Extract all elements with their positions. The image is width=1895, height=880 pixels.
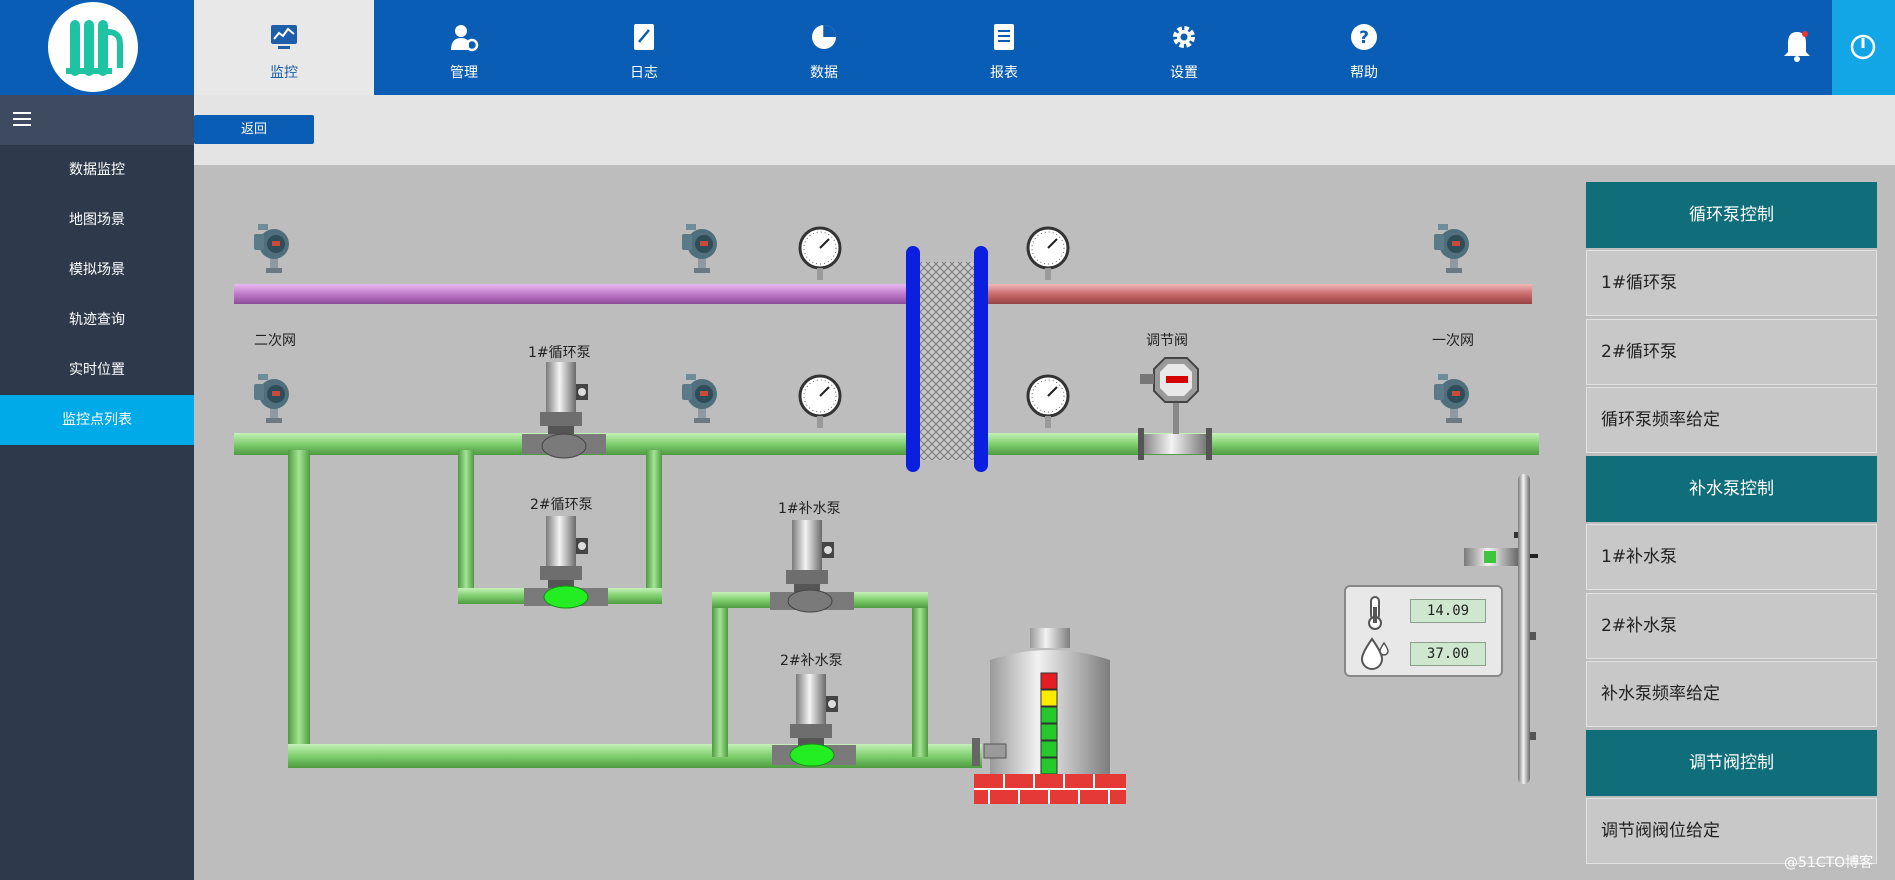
circulation-pump-control-header: 循环泵控制 [1586, 182, 1877, 248]
logo-area [0, 0, 194, 95]
makeup-pump-2-label: 2#补水泵 [780, 653, 843, 669]
makeup-pump-1-label: 1#补水泵 [778, 501, 841, 517]
makeup-pump-2-button[interactable]: 2#补水泵 [1586, 593, 1877, 659]
nav-tab-label: 监控 [270, 65, 298, 81]
nav-tab-label: 报表 [990, 65, 1018, 81]
nav-tab-manage[interactable]: 管理 [374, 0, 554, 95]
top-navigation-bar: 监控 管理 日志 数据 报表 设置 ? 帮助 [0, 0, 1895, 95]
sidebar-item-track-query[interactable]: 轨迹查询 [69, 312, 125, 328]
hamburger-menu-icon [13, 112, 31, 126]
control-valve-control-header: 调节阀控制 [1586, 730, 1877, 796]
user-gear-icon [374, 22, 554, 54]
circulation-pump-frequency-button[interactable]: 循环泵频率给定 [1586, 387, 1877, 453]
thermometer-icon [1368, 596, 1382, 630]
sidebar-item-map-scene[interactable]: 地图场景 [69, 212, 125, 228]
nav-tab-log[interactable]: 日志 [554, 0, 734, 95]
makeup-pump-1-button[interactable]: 1#补水泵 [1586, 524, 1877, 590]
toolbar: 返回 [194, 95, 1895, 165]
temperature-readout: 14.09 [1410, 599, 1486, 623]
humidity-readout: 37.00 [1410, 642, 1486, 666]
monitor-chart-icon [194, 22, 374, 54]
circ-pump-1-label: 1#循环泵 [528, 345, 591, 361]
control-panel: 循环泵控制 1#循环泵 2#循环泵 循环泵频率给定 补水泵控制 1#补水泵 2#… [1584, 182, 1879, 868]
control-valve-label: 调节阀 [1146, 333, 1188, 349]
control-valve-position-button[interactable]: 调节阀阀位给定 [1586, 798, 1877, 864]
back-button[interactable]: 返回 [194, 115, 314, 144]
sidebar-item-simulation-scene[interactable]: 模拟场景 [69, 262, 125, 278]
nav-tab-data[interactable]: 数据 [734, 0, 914, 95]
nav-tab-report[interactable]: 报表 [914, 0, 1094, 95]
power-icon [1850, 34, 1876, 60]
circulation-pump-2-button[interactable]: 2#循环泵 [1586, 319, 1877, 385]
sidebar-item-data-monitor[interactable]: 数据监控 [69, 162, 125, 178]
nav-tab-label: 帮助 [1350, 65, 1378, 81]
tank-brick-base [974, 774, 1126, 804]
primary-network-label: 一次网 [1432, 333, 1474, 349]
nav-tab-label: 管理 [450, 65, 478, 81]
logout-button[interactable] [1832, 0, 1895, 95]
notebook-icon [554, 22, 734, 54]
circ-pump-2-label: 2#循环泵 [530, 497, 593, 513]
app-logo [48, 2, 138, 92]
makeup-pump-frequency-button[interactable]: 补水泵频率给定 [1586, 661, 1877, 727]
nav-tab-label: 日志 [630, 65, 658, 81]
temp-humidity-sensor-panel: 14.09 37.00 [1344, 585, 1503, 677]
nav-tab-label: 设置 [1170, 65, 1198, 81]
makeup-pump-control-header: 补水泵控制 [1586, 456, 1877, 522]
watermark: @51CTO博客 [1784, 855, 1874, 871]
nav-tab-monitor[interactable]: 监控 [194, 0, 374, 95]
nav-tab-help[interactable]: ? 帮助 [1274, 0, 1454, 95]
sidebar: 数据监控 地图场景 模拟场景 轨迹查询 实时位置 监控点列表 [0, 95, 194, 880]
question-circle-icon: ? [1274, 22, 1454, 54]
sidebar-item-monitor-point-list[interactable]: 监控点列表 [0, 395, 194, 445]
nav-tab-label: 数据 [810, 65, 838, 81]
svg-text:?: ? [1359, 28, 1369, 48]
secondary-network-label: 二次网 [254, 333, 296, 349]
nav-tab-settings[interactable]: 设置 [1094, 0, 1274, 95]
notification-bell-icon[interactable] [1782, 28, 1812, 64]
pie-chart-icon [734, 22, 914, 54]
sidebar-item-realtime-location[interactable]: 实时位置 [69, 362, 125, 378]
water-drop-icon [1360, 637, 1389, 670]
report-document-icon [914, 22, 1094, 54]
circulation-pump-1-button[interactable]: 1#循环泵 [1586, 250, 1877, 316]
tank-level-indicator [1040, 672, 1058, 775]
sidebar-toggle[interactable] [0, 95, 194, 145]
gear-icon [1094, 22, 1274, 54]
